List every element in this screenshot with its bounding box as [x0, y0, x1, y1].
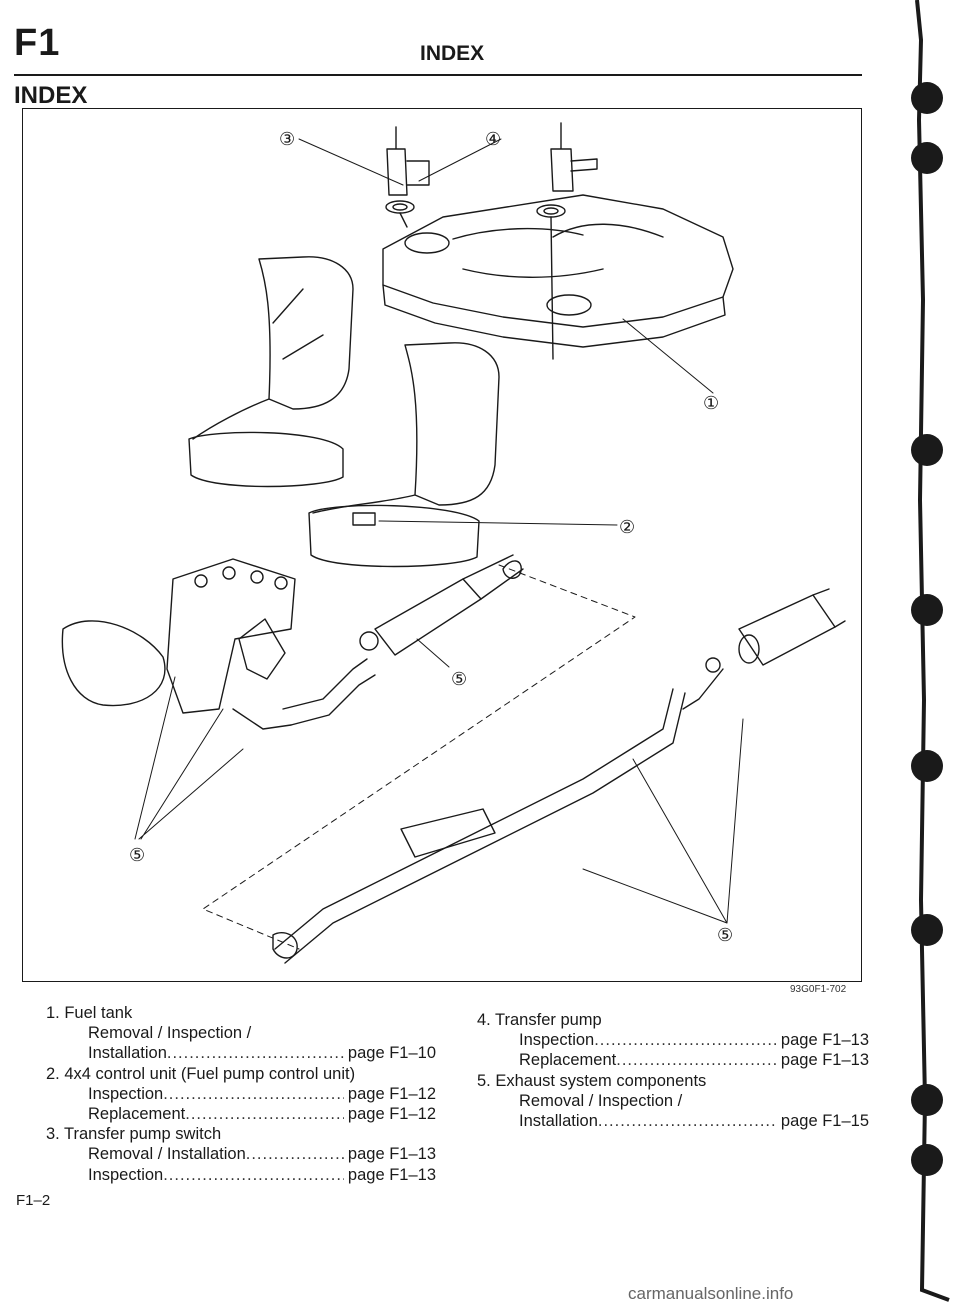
callout-1: ①	[703, 393, 719, 413]
callout-5b: ⑤	[129, 845, 145, 865]
callout-4: ④	[485, 129, 501, 149]
seat-front-drawing	[188, 256, 354, 488]
fuel-tank-drawing	[382, 194, 734, 348]
figure-code: 93G0F1-702	[790, 984, 847, 995]
binder-edge-decoration	[911, 0, 950, 1302]
exhaust-manifold-drawing	[61, 558, 296, 714]
page-ref: page F1–13	[780, 1051, 869, 1070]
section-code: F1	[14, 22, 61, 64]
seat-rear-drawing	[308, 342, 500, 568]
index-entry: Inspectionpage F1–13	[477, 1030, 869, 1050]
index-heading: INDEX	[14, 82, 88, 109]
index-entry: Removal / Inspection /	[88, 1024, 252, 1043]
page-number: F1–2	[16, 1192, 51, 1209]
page-ref: page F1–13	[347, 1145, 436, 1164]
index-item-3: 3. Transfer pump switch	[46, 1125, 222, 1144]
callout-3: ③	[279, 129, 295, 149]
leader-lines	[134, 138, 744, 950]
page-ref: page F1–15	[780, 1112, 869, 1131]
index-entry: Installationpage F1–15	[477, 1111, 869, 1131]
index-entry: Replacementpage F1–13	[477, 1050, 869, 1070]
front-pipe-drawing	[232, 554, 524, 730]
callout-2: ②	[619, 517, 635, 537]
watermark: carmanualsonline.info	[628, 1284, 794, 1303]
muffler-drawing	[682, 588, 846, 710]
index-item-2: 2. 4x4 control unit (Fuel pump control u…	[46, 1064, 356, 1083]
index-item-4: 4. Transfer pump	[477, 1011, 602, 1029]
callouts: ③ ④ ① ② ⑤ ⑤ ⑤	[129, 129, 733, 945]
index-entry: Replacementpage F1–12	[46, 1104, 436, 1124]
index-entry: Installationpage F1–10	[46, 1043, 436, 1063]
page-ref: page F1–13	[780, 1031, 869, 1050]
transfer-pump-drawing	[536, 122, 598, 360]
index-item-5: 5. Exhaust system components	[477, 1071, 707, 1090]
index-entry: Inspectionpage F1–13	[46, 1165, 436, 1185]
index-entry: Removal / Inspection /	[519, 1091, 683, 1110]
page-ref: page F1–12	[347, 1105, 436, 1124]
index-entry: Removal / Installationpage F1–13	[46, 1144, 436, 1164]
page-ref: page F1–13	[347, 1165, 436, 1184]
page-ref: page F1–10	[347, 1044, 436, 1063]
index-entry: Inspectionpage F1–12	[46, 1084, 436, 1104]
index-list-right: 4. Transfer pump Inspectionpage F1–13 Re…	[477, 1010, 869, 1131]
page-ref: page F1–12	[347, 1084, 436, 1103]
index-list-left: 1. Fuel tank Removal / Inspection / Inst…	[46, 1003, 436, 1185]
exploded-view-drawing: ③ ④ ① ② ⑤ ⑤ ⑤	[61, 122, 846, 964]
transfer-pump-switch-drawing	[385, 126, 430, 228]
callout-5c: ⑤	[717, 925, 733, 945]
index-item-1: 1. Fuel tank	[46, 1004, 133, 1022]
header-rule	[14, 74, 862, 76]
exploded-view-figure: ③ ④ ① ② ⑤ ⑤ ⑤	[22, 108, 862, 982]
center-pipe-drawing	[272, 688, 686, 964]
callout-5a: ⑤	[451, 669, 467, 689]
header-title: INDEX	[420, 42, 485, 65]
